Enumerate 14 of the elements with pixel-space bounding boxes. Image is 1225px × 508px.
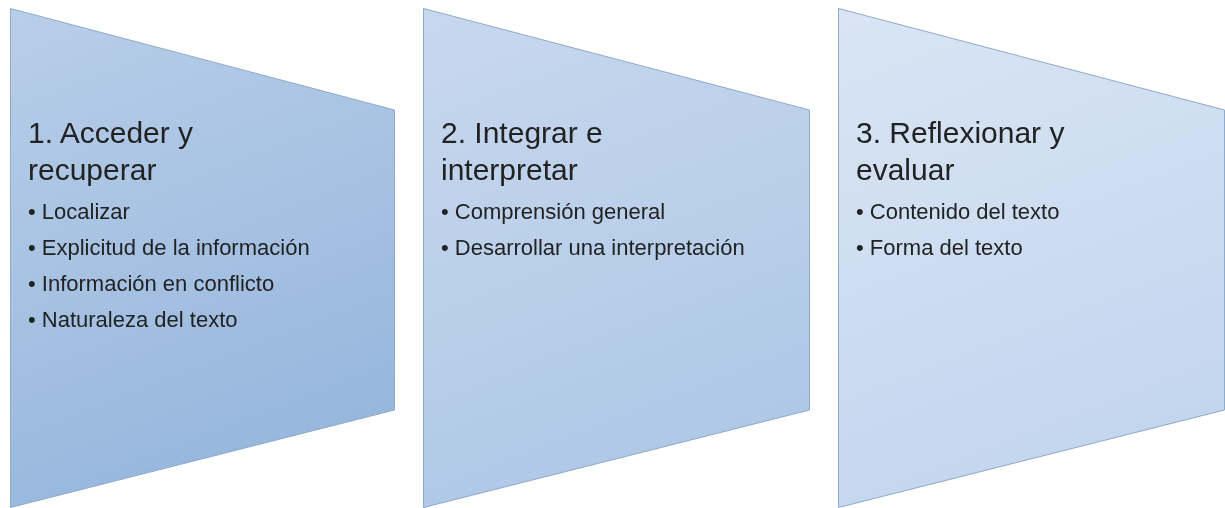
list-item: • Naturaleza del texto [28, 306, 239, 333]
list-item: • Localizar [28, 198, 131, 225]
list-item: • Forma del texto [856, 234, 1024, 261]
list-item: • Información en conflicto [28, 270, 276, 297]
list-item: • Desarrollar una interpretación [441, 234, 746, 261]
step-heading: 1. Acceder y recuperar [28, 115, 195, 188]
step-heading: 3. Reflexionar y evaluar [856, 115, 1066, 188]
process-panel [423, 8, 810, 508]
list-item: • Contenido del texto [856, 198, 1061, 225]
list-item: • Explicitud de la información [28, 234, 311, 261]
step-heading: 2. Integrar e interpretar [441, 115, 604, 188]
process-panel [10, 8, 395, 508]
process-panel [838, 8, 1225, 508]
list-item: • Comprensión general [441, 198, 667, 225]
